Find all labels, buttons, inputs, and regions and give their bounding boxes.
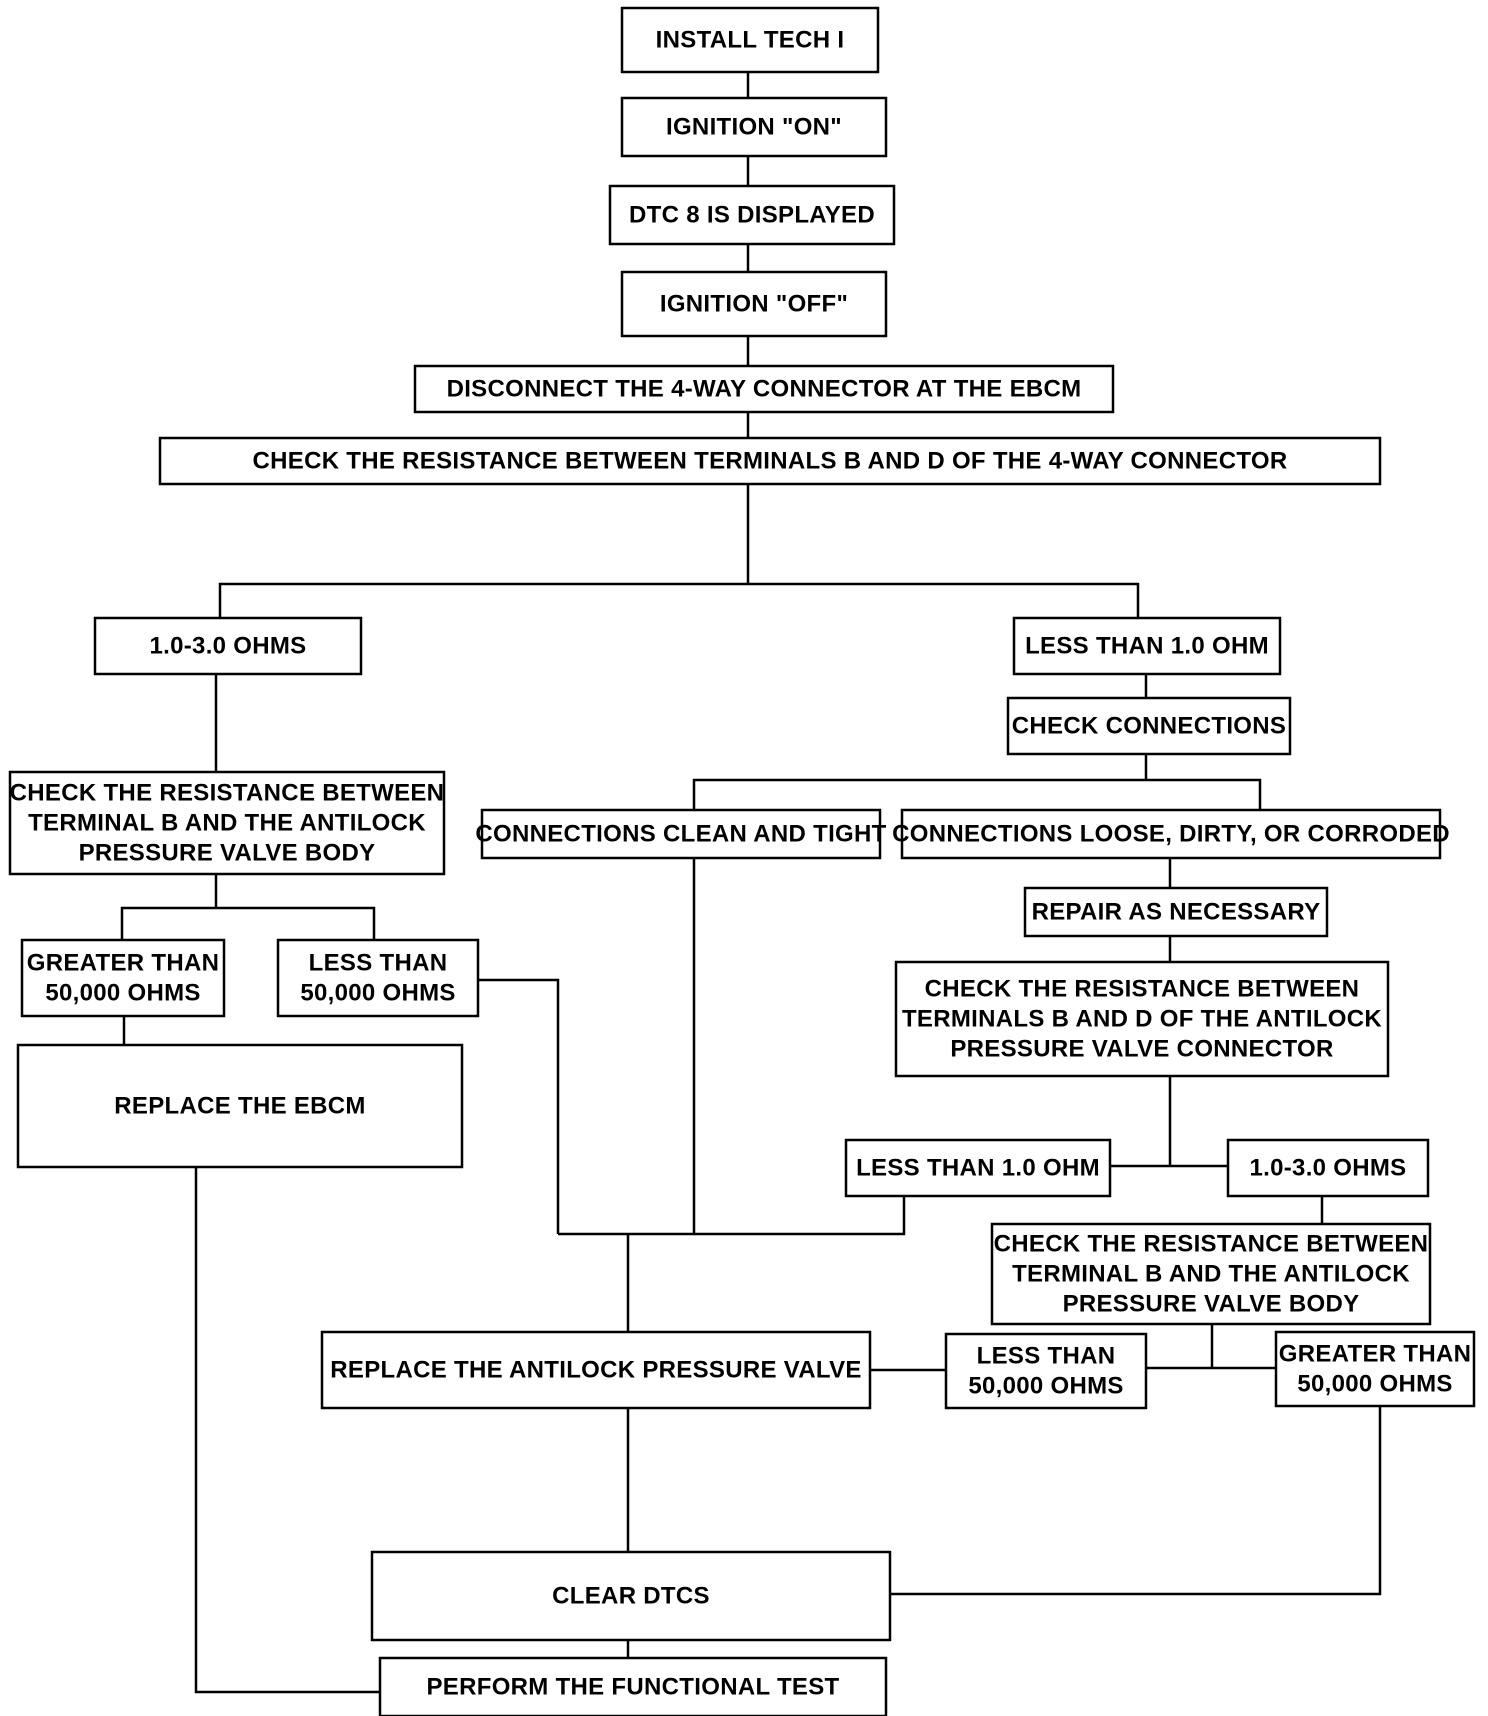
- flow-box-label: 50,000 OHMS: [1297, 1371, 1452, 1398]
- flow-box-label: 50,000 OHMS: [45, 980, 200, 1007]
- flow-box-check-bd-valve: CHECK THE RESISTANCE BETWEEN TERMINALS B …: [894, 960, 1390, 1078]
- flow-box-label: CONNECTIONS CLEAN AND TIGHT: [475, 821, 886, 848]
- flow-box-ignition-on: IGNITION "ON": [620, 96, 888, 158]
- flow-box-conn-clean: CONNECTIONS CLEAN AND TIGHT: [475, 808, 886, 860]
- flow-box-conn-loose: CONNECTIONS LOOSE, DIRTY, OR CORRODED: [892, 808, 1450, 860]
- flow-box-border: [413, 364, 1115, 414]
- flow-box-label: PRESSURE VALVE BODY: [79, 840, 376, 867]
- flow-box-label: LESS THAN 1.0 OHM: [856, 1155, 1100, 1182]
- flow-box-label: CHECK THE RESISTANCE BETWEEN TERMINALS B…: [253, 448, 1288, 475]
- flow-box-less-50k-right: LESS THAN 50,000 OHMS: [944, 1332, 1148, 1410]
- flow-box-label: IGNITION "OFF": [660, 291, 848, 318]
- flow-box-less-1-right: LESS THAN 1.0 OHM: [1012, 616, 1282, 676]
- flow-box-label: PRESSURE VALVE CONNECTOR: [950, 1036, 1333, 1063]
- flow-box-border: [320, 1330, 872, 1410]
- flow-box-label: CONNECTIONS LOOSE, DIRTY, OR CORRODED: [892, 821, 1450, 848]
- flow-box-label: TERMINALS B AND D OF THE ANTILOCK: [902, 1006, 1382, 1033]
- flow-box-label: GREATER THAN: [27, 950, 219, 977]
- flow-box-greater-50k-right: GREATER THAN 50,000 OHMS: [1274, 1330, 1476, 1408]
- flow-box-check-bd-4way: CHECK THE RESISTANCE BETWEEN TERMINALS B…: [158, 436, 1382, 486]
- flow-box-border: [944, 1332, 1148, 1410]
- flow-box-check-b-body-right: CHECK THE RESISTANCE BETWEEN TERMINAL B A…: [990, 1222, 1432, 1326]
- flow-box-repair: REPAIR AS NECESSARY: [1023, 886, 1329, 938]
- flow-box-label: 1.0-3.0 OHMS: [1250, 1155, 1407, 1182]
- flow-box-dtc-displayed: DTC 8 IS DISPLAYED: [608, 184, 896, 246]
- flow-box-ohms-1-3-left: 1.0-3.0 OHMS: [93, 616, 363, 676]
- connector-line: [478, 978, 560, 1234]
- connector-line: [558, 1196, 906, 1236]
- flow-box-border: [1023, 886, 1329, 938]
- flow-box-label: DISCONNECT THE 4-WAY CONNECTOR AT THE EB…: [447, 376, 1082, 403]
- flow-box-ohms-1-3-lower: 1.0-3.0 OHMS: [1226, 1138, 1430, 1198]
- flow-box-label: LESS THAN 1.0 OHM: [1025, 633, 1269, 660]
- flow-box-border: [8, 770, 446, 876]
- flow-box-check-connections: CHECK CONNECTIONS: [1006, 696, 1292, 756]
- flow-box-label: REPAIR AS NECESSARY: [1032, 899, 1321, 926]
- flow-box-border: [608, 184, 896, 246]
- flow-box-border: [620, 96, 888, 158]
- flow-box-label: 50,000 OHMS: [968, 1373, 1123, 1400]
- flow-box-replace-ebcm: REPLACE THE EBCM: [16, 1043, 464, 1169]
- flow-box-label: DTC 8 IS DISPLAYED: [629, 202, 875, 229]
- flow-box-border: [480, 808, 882, 860]
- flow-box-label: TERMINAL B AND THE ANTILOCK: [1012, 1261, 1410, 1288]
- flow-box-label: CHECK THE RESISTANCE BETWEEN: [10, 780, 445, 807]
- flow-box-install-tech: INSTALL TECH I: [620, 6, 880, 74]
- flow-box-label: REPLACE THE ANTILOCK PRESSURE VALVE: [330, 1357, 861, 1384]
- flow-box-functional-test: PERFORM THE FUNCTIONAL TEST: [378, 1656, 888, 1716]
- connector-line: [890, 1406, 1382, 1596]
- flow-box-border: [1226, 1138, 1430, 1198]
- flow-box-label: PERFORM THE FUNCTIONAL TEST: [427, 1674, 840, 1701]
- connector-line: [692, 778, 1262, 810]
- flow-box-label: CHECK THE RESISTANCE BETWEEN: [925, 976, 1360, 1003]
- flow-box-label: TERMINAL B AND THE ANTILOCK: [28, 810, 426, 837]
- flow-box-border: [370, 1550, 892, 1642]
- flow-box-border: [844, 1138, 1112, 1198]
- flow-box-clear-dtcs: CLEAR DTCS: [370, 1550, 892, 1642]
- flow-box-label: INSTALL TECH I: [656, 27, 845, 54]
- flow-box-border: [276, 938, 480, 1018]
- flow-box-border: [16, 1043, 464, 1169]
- flow-box-border: [1274, 1330, 1476, 1408]
- flow-box-label: CHECK THE RESISTANCE BETWEEN: [994, 1231, 1429, 1258]
- flow-box-label: PRESSURE VALVE BODY: [1063, 1291, 1360, 1318]
- connector-lines: [120, 72, 1382, 1694]
- flow-box-label: REPLACE THE EBCM: [114, 1093, 365, 1120]
- flow-box-label: GREATER THAN: [1279, 1341, 1471, 1368]
- flow-box-border: [1012, 616, 1282, 676]
- flow-box-less-1-lower: LESS THAN 1.0 OHM: [844, 1138, 1112, 1198]
- flow-box-border: [990, 1222, 1432, 1326]
- flow-box-check-b-body-left: CHECK THE RESISTANCE BETWEEN TERMINAL B A…: [8, 770, 446, 876]
- flow-box-border: [620, 6, 880, 74]
- flow-box-border: [894, 960, 1390, 1078]
- flow-box-label: CLEAR DTCS: [552, 1583, 710, 1610]
- flow-box-border: [20, 938, 226, 1018]
- flow-box-border: [900, 808, 1442, 860]
- flow-box-border: [378, 1656, 888, 1716]
- connector-line: [194, 1167, 380, 1694]
- flow-box-border: [158, 436, 1382, 486]
- flow-box-label: LESS THAN: [977, 1343, 1116, 1370]
- flow-box-disconnect: DISCONNECT THE 4-WAY CONNECTOR AT THE EB…: [413, 364, 1115, 414]
- flow-box-label: LESS THAN: [309, 950, 448, 977]
- flow-box-replace-valve: REPLACE THE ANTILOCK PRESSURE VALVE: [320, 1330, 872, 1410]
- flow-box-border: [620, 270, 888, 338]
- flow-box-border: [1006, 696, 1292, 756]
- connector-line: [218, 582, 1140, 618]
- flow-box-greater-50k-left: GREATER THAN 50,000 OHMS: [20, 938, 226, 1018]
- flow-box-border: [93, 616, 363, 676]
- flow-box-label: 1.0-3.0 OHMS: [150, 633, 307, 660]
- flow-box-label: CHECK CONNECTIONS: [1012, 713, 1286, 740]
- flow-box-ignition-off: IGNITION "OFF": [620, 270, 888, 338]
- flow-box-label: 50,000 OHMS: [300, 980, 455, 1007]
- flow-box-less-50k-left: LESS THAN 50,000 OHMS: [276, 938, 480, 1018]
- connector-line: [120, 906, 376, 940]
- flow-box-label: IGNITION "ON": [666, 114, 842, 141]
- flowchart-boxes: INSTALL TECH I IGNITION "ON" DTC 8 IS DISP…: [8, 6, 1476, 1716]
